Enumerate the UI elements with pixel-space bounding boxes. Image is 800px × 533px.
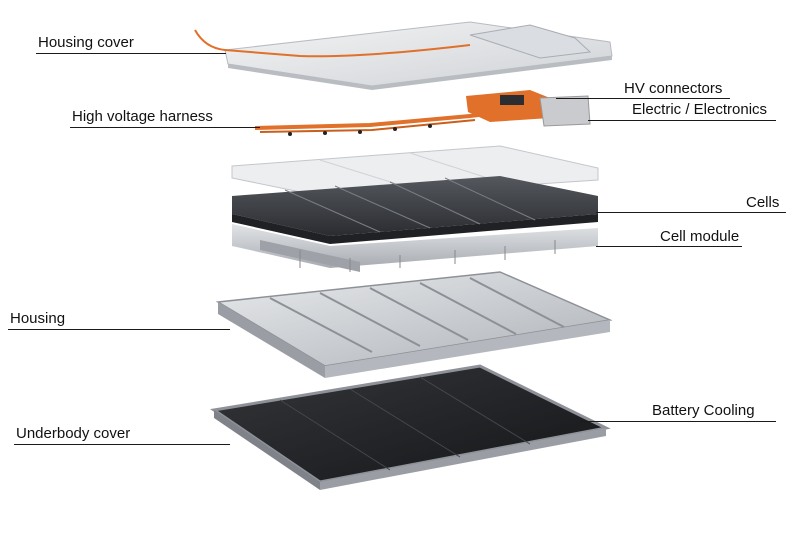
leader-electric-electronics xyxy=(588,120,776,121)
leader-hv-connectors xyxy=(556,98,730,99)
housing-part xyxy=(215,271,613,378)
leader-battery-cooling xyxy=(580,421,776,422)
housing-cover-part xyxy=(194,21,613,90)
leader-cells xyxy=(596,212,786,213)
label-high-voltage-harness: High voltage harness xyxy=(72,108,213,125)
label-cells: Cells xyxy=(746,194,780,211)
leader-housing-cover xyxy=(36,53,226,54)
cells-part xyxy=(232,176,598,244)
electronics-unit-part xyxy=(466,90,591,127)
leader-cell-module xyxy=(596,246,742,247)
label-housing: Housing xyxy=(10,310,66,327)
label-electric-electronics: Electric / Electronics xyxy=(632,101,768,118)
label-battery-cooling: Battery Cooling xyxy=(652,402,755,419)
leader-housing xyxy=(8,329,230,330)
cell-module-part xyxy=(232,224,598,272)
label-underbody-cover: Underbody cover xyxy=(16,425,131,442)
underbody-cover-part xyxy=(210,364,611,490)
leader-high-voltage-harness xyxy=(70,127,260,128)
label-hv-connectors: HV connectors xyxy=(624,80,723,97)
leader-underbody-cover xyxy=(14,444,230,445)
label-housing-cover: Housing cover xyxy=(38,34,134,51)
label-cell-module: Cell module xyxy=(660,228,740,245)
